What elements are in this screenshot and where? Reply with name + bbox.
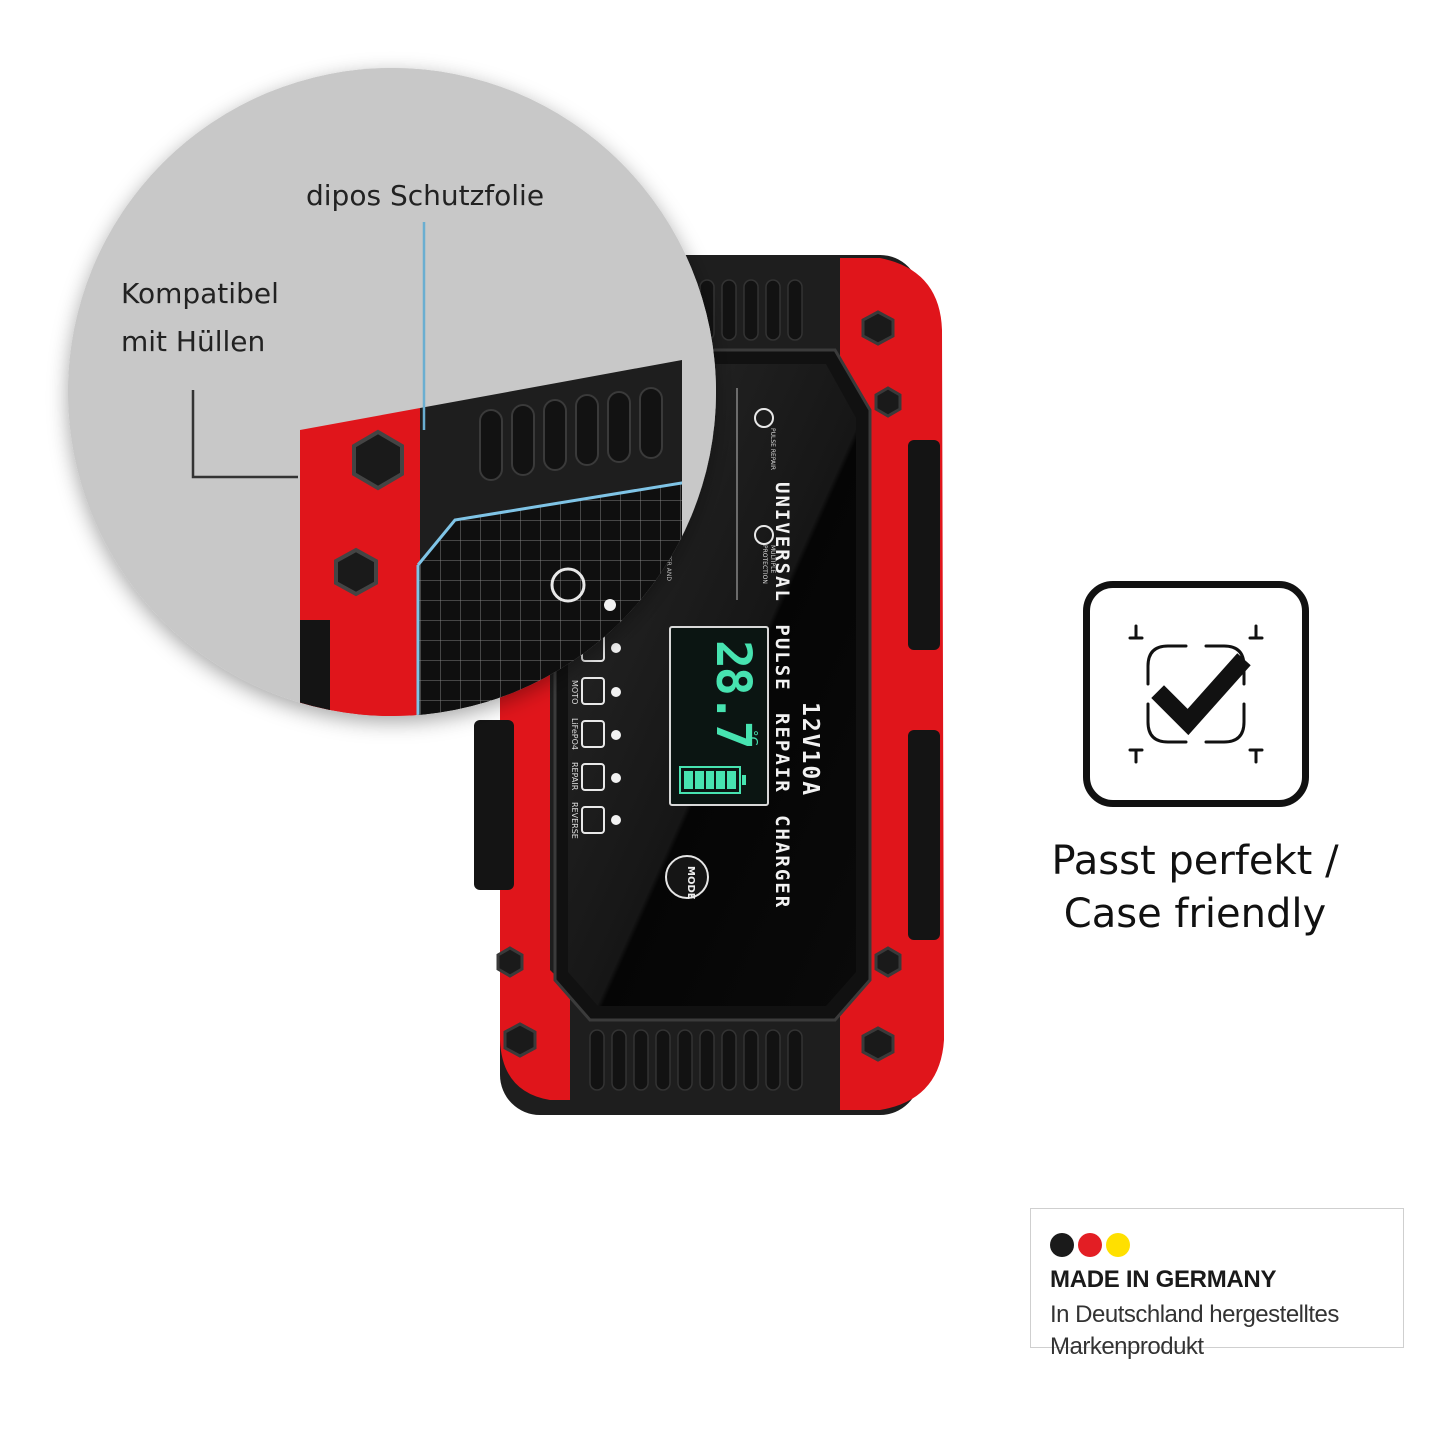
check-frame-icon (1083, 581, 1309, 807)
german-flag-dots-icon (1050, 1233, 1130, 1257)
mode-button-label: MODE (685, 866, 696, 900)
made-in-germany-badge: MADE IN GERMANY In Deutschland hergestel… (1030, 1208, 1404, 1360)
made-in-germany-title: MADE IN GERMANY (1050, 1266, 1277, 1293)
flag-dot-gold (1106, 1233, 1130, 1257)
mode-moto-label: MOTO (570, 680, 579, 705)
mode-repair-label: REPAIR (570, 762, 579, 791)
flag-dot-red (1078, 1233, 1102, 1257)
winter-summer-label: WINTER AND SUMMER (657, 542, 672, 581)
made-in-germany-subtitle: In Deutschland hergestelltes Markenprodu… (1050, 1299, 1339, 1363)
case-compatible-line2: mit Hüllen (121, 325, 266, 358)
mode-reverse-label: REVERSE (570, 802, 579, 839)
mode-button[interactable]: MODE (665, 855, 709, 900)
made-in-germany-subtitle-line1: In Deutschland hergestelltes (1050, 1301, 1339, 1328)
pulse-repair-label: PULSE REPAIR (769, 428, 776, 471)
flag-dot-black (1050, 1233, 1074, 1257)
multiple-protection-label: MULTIPLE PROTECTION (761, 545, 776, 584)
lcd-display: 28.7 °C (669, 626, 769, 806)
case-friendly-line1: Passt perfekt / (1051, 838, 1339, 884)
case-compatible-line1: Kompatibel (121, 277, 279, 310)
case-friendly-line2: Case friendly (1063, 891, 1327, 937)
lcd-unit: °C (744, 730, 759, 746)
battery-level-icon (679, 766, 746, 794)
case-compatible-callout: Kompatibel mit Hüllen (121, 270, 321, 366)
mode-lifepo4-label: LiFePO4 (570, 718, 579, 750)
battery-charger: 12V10A UNIVERSAL PULSE REPAIR CHARGER PU… (460, 240, 960, 1130)
device-model-label: 12V10A (797, 702, 823, 798)
mode-agm-label: AGM (570, 637, 579, 656)
protective-film-callout: dipos Schutzfolie (306, 179, 545, 212)
made-in-germany-subtitle-line2: Markenprodukt (1050, 1333, 1204, 1360)
case-friendly-caption: Passt perfekt / Case friendly (1020, 835, 1370, 941)
